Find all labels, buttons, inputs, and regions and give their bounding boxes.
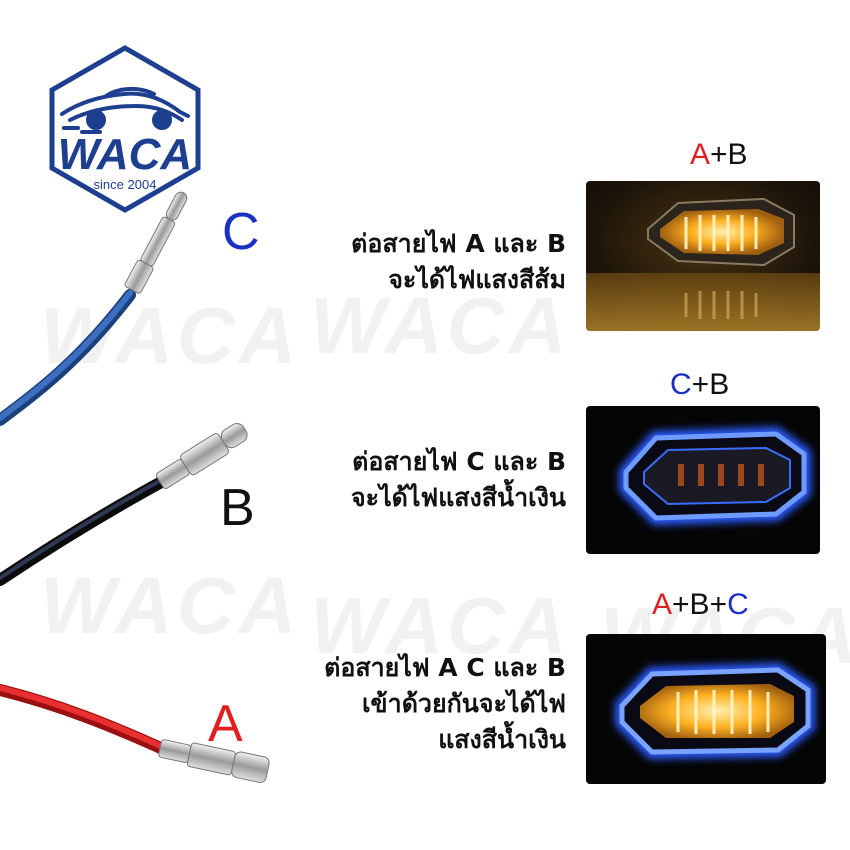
combo-label-ab: A+B — [690, 140, 748, 170]
instruction-acb-line3: แสงสีน้ำเงิน — [438, 725, 566, 754]
photo-amber-light — [586, 181, 820, 331]
wire-label-b: B — [220, 479, 255, 537]
wires-illustration — [0, 191, 270, 783]
combo-label-cb: C+B — [670, 370, 729, 400]
photo-blue-light — [586, 406, 820, 554]
watermark: WACA — [310, 281, 571, 370]
combo-plus: + — [709, 588, 728, 621]
logo-tagline: since 2004 — [94, 177, 157, 192]
combo-c: C — [670, 368, 692, 401]
wire-a — [0, 684, 270, 783]
watermark: WACA — [40, 291, 301, 380]
instruction-cb-line2: จะได้ไฟแสงสีน้ำเงิน — [351, 483, 566, 512]
instruction-ab-line2: จะได้ไฟแสงสีส้ม — [388, 265, 566, 294]
combo-plus: + — [672, 588, 690, 621]
combo-b: B — [689, 588, 710, 621]
combo-a: A — [690, 138, 711, 171]
combo-plus: + — [691, 368, 710, 401]
combo-b: B — [727, 138, 748, 171]
wire-c — [0, 191, 188, 426]
instruction-cb-line1: ต่อสายไฟ C และ B — [352, 447, 566, 476]
combo-c: C — [727, 588, 749, 621]
instruction-ab-line1: ต่อสายไฟ A และ B — [351, 229, 566, 258]
combo-plus: + — [710, 138, 728, 171]
combo-b: B — [709, 368, 730, 401]
instruction-cb: ต่อสายไฟ C และ B จะได้ไฟแสงสีน้ำเงิน — [351, 444, 566, 516]
car-icon — [60, 87, 190, 134]
logo-brand: WACA — [58, 130, 192, 179]
instruction-acb-line1: ต่อสายไฟ A C และ B — [324, 653, 566, 682]
instruction-acb-line2: เข้าด้วยกันจะได้ไฟ — [362, 689, 566, 718]
combo-a: A — [652, 588, 673, 621]
waca-logo: WACA since 2004 — [40, 44, 210, 214]
wire-label-c: C — [222, 203, 260, 261]
combo-label-acb: A+B+C — [652, 590, 749, 620]
photo-amber-blue-light — [586, 634, 826, 784]
instruction-acb: ต่อสายไฟ A C และ B เข้าด้วยกันจะได้ไฟ แส… — [324, 650, 566, 758]
watermark: WACA — [310, 581, 571, 670]
instruction-ab: ต่อสายไฟ A และ B จะได้ไฟแสงสีส้ม — [351, 226, 566, 298]
wire-label-a: A — [208, 695, 243, 753]
wire-b — [0, 423, 248, 586]
watermark: WACA — [40, 561, 301, 650]
